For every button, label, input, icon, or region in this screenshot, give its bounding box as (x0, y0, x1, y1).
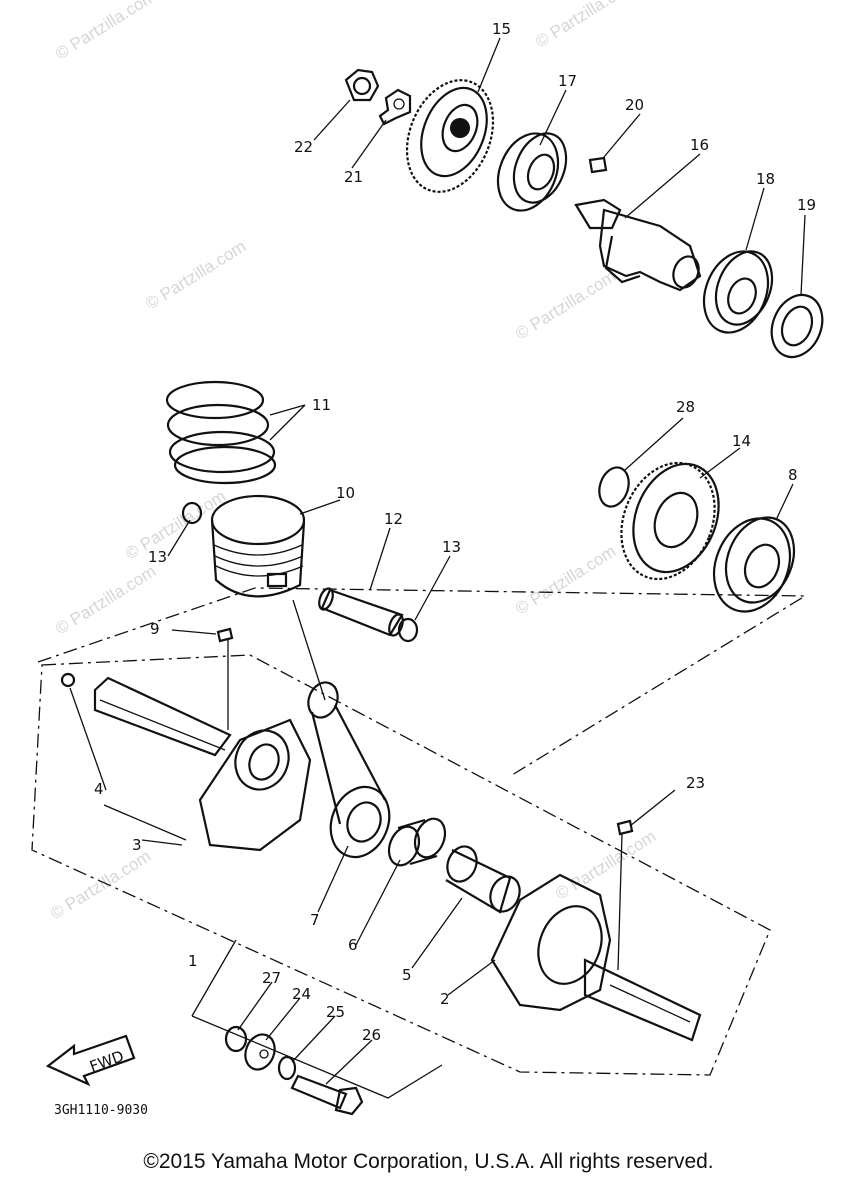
key-23 (616, 819, 634, 836)
callout-14: 14 (732, 432, 751, 450)
watermark: © Partzilla.com (52, 562, 159, 639)
crankshaft-assembly-outline (31, 587, 808, 1076)
connecting-rod-7 (307, 681, 391, 859)
callout-4: 4 (94, 780, 104, 798)
lock-washer-21 (378, 88, 412, 126)
balancer-drive-gear-15 (405, 79, 495, 193)
callout-22: 22 (294, 138, 313, 156)
callout-25: 25 (326, 1003, 345, 1021)
callout-5: 5 (402, 966, 412, 984)
circlip-13-left (181, 501, 203, 525)
needle-bearing-6 (387, 817, 447, 867)
callout-2: 2 (440, 990, 450, 1008)
key-20 (588, 156, 608, 174)
callout-16: 16 (690, 136, 709, 154)
diagram-code: 3GH1110-9030 (54, 1103, 148, 1118)
watermark: © Partzilla.com (52, 0, 159, 63)
balancer-shaft-16 (574, 198, 702, 292)
callout-19: 19 (797, 196, 816, 214)
crankshaft-right-2 (490, 873, 702, 1042)
crank-pin-5 (445, 845, 521, 914)
leader-lines (69, 37, 806, 1085)
callout-13-left: 13 (148, 548, 167, 566)
piston-pin-12 (318, 587, 404, 637)
oil-seal-19 (770, 293, 824, 359)
callout-27: 27 (262, 969, 281, 987)
watermark: © Partzilla.com (512, 267, 619, 344)
key-9 (216, 627, 234, 643)
callout-8: 8 (788, 466, 798, 484)
watermark: © Partzilla.com (47, 847, 154, 924)
callout-6: 6 (348, 936, 358, 954)
crankshaft-left-3 (93, 676, 312, 852)
callout-1: 1 (188, 952, 198, 970)
callout-18: 18 (756, 170, 775, 188)
callout-9: 9 (150, 620, 160, 638)
bearing-18 (702, 250, 774, 334)
callout-3: 3 (132, 836, 142, 854)
callout-13-right: 13 (442, 538, 461, 556)
watermark: © Partzilla.com (142, 237, 249, 314)
bearing-17 (496, 132, 568, 212)
o-ring-27 (224, 1025, 248, 1053)
primary-drive-gear-14 (620, 461, 720, 581)
callout-28: 28 (676, 398, 695, 416)
watermark: © Partzilla.com (512, 542, 619, 619)
callout-17: 17 (558, 72, 577, 90)
callout-11: 11 (312, 396, 331, 414)
circlip-28 (598, 466, 630, 508)
nut-22 (344, 68, 380, 102)
callout-23: 23 (686, 774, 705, 792)
piston-10 (210, 494, 306, 598)
callout-12: 12 (384, 510, 403, 528)
washer-25 (277, 1055, 297, 1081)
watermark: © Partzilla.com (552, 827, 659, 904)
callouts: 15 17 20 16 18 19 22 21 11 28 14 8 10 12… (94, 20, 816, 1044)
watermark: © Partzilla.com (532, 0, 639, 51)
watermarks: © Partzilla.com © Partzilla.com © Partzi… (47, 0, 659, 923)
circlip-13-right (397, 617, 419, 643)
fwd-arrow: FWD (45, 1034, 136, 1087)
washer-24 (244, 1033, 276, 1071)
piston-rings-11 (165, 380, 277, 485)
crank-pin-left-dowel-4 (60, 672, 76, 688)
bolt-kit-outline (191, 939, 443, 1099)
callout-24: 24 (292, 985, 311, 1003)
callout-26: 26 (362, 1026, 381, 1044)
callout-20: 20 (625, 96, 644, 114)
bolt-26 (290, 1074, 364, 1116)
callout-7: 7 (310, 911, 320, 929)
fwd-label: FWD (87, 1047, 126, 1076)
callout-15: 15 (492, 20, 511, 38)
callout-10: 10 (336, 484, 355, 502)
callout-21: 21 (344, 168, 363, 186)
copyright-notice: ©2015 Yamaha Motor Corporation, U.S.A. A… (143, 1150, 714, 1173)
